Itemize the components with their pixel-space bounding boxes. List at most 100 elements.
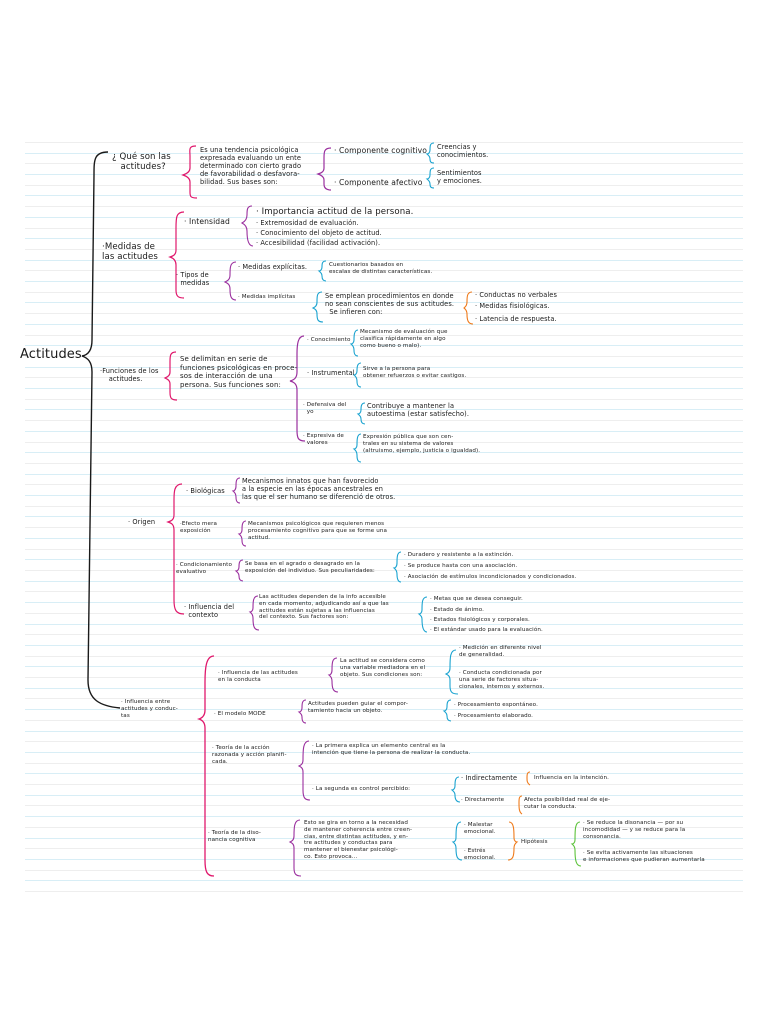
ruled-line (25, 538, 743, 539)
ruled-line (25, 302, 743, 303)
funcion-conocimiento-label: · Conocimiento (307, 337, 351, 343)
influencia-conducta-item: · Medición en diferente nivel de general… (459, 645, 542, 658)
control-indirectamente-label: · Indirectamente (461, 774, 518, 782)
ruled-line (25, 570, 743, 571)
ruled-line (25, 238, 743, 239)
component-afectivo-label: · Componente afectivo (334, 178, 423, 187)
ruled-line (25, 442, 743, 443)
condicionamiento-item: · Duradero y resistente a la extinción. (404, 552, 514, 558)
accion-razonada-first: · La primera explica un elemento central… (312, 743, 471, 756)
ruled-line (25, 591, 743, 592)
ruled-line (25, 163, 743, 164)
ruled-line (25, 527, 743, 528)
origen-biologicas-detail: Mecanismos innatos que han favorecido a … (242, 477, 396, 502)
ruled-line (25, 698, 743, 699)
ruled-line (25, 367, 743, 368)
origen-label: · Origen (128, 518, 156, 526)
modelo-mode-detail: Actitudes pueden guiar el compor- tamien… (308, 701, 408, 714)
ruled-line (25, 388, 743, 389)
disonancia-state: · Malestar emocional. (464, 822, 496, 835)
ruled-line (25, 217, 743, 218)
contexto-item: · El estándar usado para la evaluación. (430, 627, 543, 633)
control-directamente-label: · Directamente (461, 797, 505, 803)
ruled-line (25, 838, 743, 839)
ruled-line (25, 677, 743, 678)
ruled-line (25, 249, 743, 250)
ruled-line (25, 452, 743, 453)
ruled-line (25, 335, 743, 336)
ruled-line (25, 174, 743, 175)
funcion-instrumental-detail: Sirve a la persona para obtener refuerzo… (363, 366, 467, 379)
contexto-item: · Metas que se desea conseguir. (430, 596, 523, 602)
ruled-line (25, 784, 743, 785)
ruled-line (25, 848, 743, 849)
influencia-label: · Influencia entre actitudes y conduc- t… (121, 699, 178, 719)
ruled-line (25, 645, 743, 646)
funcion-defensiva-label: · Defensiva del yo (303, 402, 347, 415)
funcion-expresiva-detail: Expresión pública que son cen- trales en… (363, 434, 481, 454)
ruled-line (25, 795, 743, 796)
ruled-line (25, 142, 743, 143)
condicionamiento-item: · Se produce hasta con una asociación. (404, 563, 518, 569)
component-cognitivo-label: · Componente cognitivo (334, 146, 427, 155)
ruled-line (25, 634, 743, 635)
implicitas-item: · Latencia de respuesta. (475, 315, 557, 323)
implicitas-item: · Medidas fisiológicas. (475, 302, 550, 310)
medidas-label: ·Medidas de las actitudes (102, 242, 158, 263)
ruled-line (25, 666, 743, 667)
modelo-mode-item: · Procesamiento espontáneo. (454, 702, 538, 708)
origen-condicionamiento-detail: Se basa en el agrado o desagrado en la e… (245, 561, 375, 574)
intensidad-item: · Importancia actitud de la persona. (256, 207, 414, 217)
ruled-line (25, 474, 743, 475)
que-son-label: ¿ Qué son las actitudes? (112, 152, 171, 173)
ruled-line (25, 859, 743, 860)
ruled-line (25, 195, 743, 196)
ruled-line (25, 709, 743, 710)
ruled-line (25, 495, 743, 496)
intensidad-label: · Intensidad (184, 217, 230, 226)
disonancia-label: · Teoría de la diso- nancia cognitiva (208, 830, 262, 843)
funcion-conocimiento-detail: Mecanismo de evaluación que clasifica rá… (360, 329, 448, 349)
ruled-line (25, 741, 743, 742)
que-son-definition: Es una tendencia psicológica expresada e… (200, 146, 302, 187)
ruled-line (25, 613, 743, 614)
ruled-line (25, 656, 743, 657)
influencia-conducta-label: · Influencia de las actitudes en la cond… (218, 670, 298, 683)
ruled-line (25, 731, 743, 732)
ruled-line (25, 185, 743, 186)
ruled-line (25, 356, 743, 357)
control-indirectamente-detail: Influencia en la intención. (534, 775, 609, 781)
implicitas-item: · Conductas no verbales (475, 291, 557, 299)
condicionamiento-item: · Asociación de estímulos incondicionado… (404, 574, 577, 580)
implicitas-detail: Se emplean procedimientos en donde no se… (325, 292, 455, 317)
ruled-line (25, 420, 743, 421)
control-directamente-detail: Afecta posibilidad real de eje- cutar la… (524, 797, 611, 810)
origen-exposicion-label: ·Efecto mera exposición (180, 521, 218, 534)
ruled-line (25, 313, 743, 314)
tipos-label: · Tipos de medidas (176, 271, 210, 288)
component-cognitivo-detail: Creencias y conocimientos. (437, 143, 489, 160)
ruled-line (25, 431, 743, 432)
influencia-conducta-item: · Conducta condicionada por una serie de… (459, 670, 545, 690)
origen-contexto-label: · Influencia del contexto (184, 603, 235, 620)
ruled-line (25, 581, 743, 582)
ruled-line (25, 773, 743, 774)
modelo-mode-item: · Procesamiento elaborado. (454, 713, 534, 719)
ruled-line (25, 880, 743, 881)
influencia-conducta-detail: La actitud se considera como una variabl… (340, 658, 426, 678)
contexto-item: · Estado de ánimo. (430, 607, 485, 613)
ruled-line (25, 463, 743, 464)
ruled-line (25, 153, 743, 154)
map-title: Actitudes (20, 347, 82, 362)
hipotesis-item: · Se reduce la disonancia — por su incom… (583, 820, 686, 840)
funcion-instrumental-label: · Instrumental (307, 369, 355, 377)
explicitas-label: · Medidas explícitas. (238, 263, 308, 271)
ruled-line (25, 206, 743, 207)
intensidad-item: · Extremosidad de evaluación. (256, 219, 359, 227)
accion-razonada-second: · La segunda es control percibido: (312, 786, 411, 792)
ruled-line (25, 324, 743, 325)
accion-razonada-label: · Teoría de la acción razonada y acción … (212, 745, 287, 765)
ruled-line (25, 688, 743, 689)
disonancia-state: · Estrés emocional. (464, 848, 496, 861)
